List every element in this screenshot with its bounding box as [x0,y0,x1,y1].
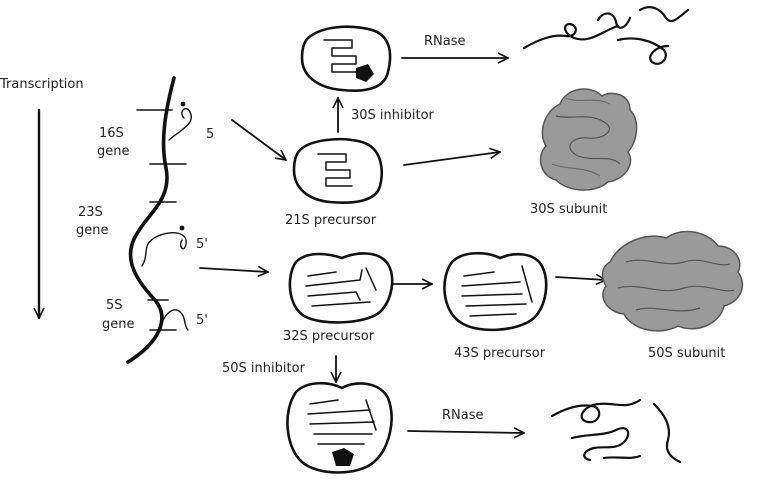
arrow-to-30s-subunit [403,152,500,166]
arrow-to-50s-subunit [555,277,606,280]
nascent-5s-transcript [161,309,189,331]
five-prime-end-23s: 5' [196,237,208,252]
five-prime-end-16s: 5 [206,127,214,142]
nascent-16s-transcript [168,108,192,141]
blob-21s-precursor [292,137,383,204]
arrow-to-degraded-rna-bottom [407,431,524,433]
subunit-30s-structure [539,88,638,191]
inhibitor-50s-label: 50S inhibitor [222,361,306,376]
gene-23s-label-line2: gene [76,223,109,238]
gene-23s-label-line1: 23S [78,205,103,220]
inhibitor-50s-bound [332,448,354,466]
blob-32s-precursor [288,252,394,324]
precursor-21s-label: 21S precursor [285,213,377,228]
gene-5s-label-line1: 5S [106,298,123,313]
gene-5s-label-line2: gene [102,317,135,332]
arrow-to-21s [231,119,286,160]
rnase-label-bottom: RNase [442,408,484,423]
blob-21s-inhibited [300,25,392,92]
inhibitor-30s-bound [356,64,374,82]
rrna-operon-strand [126,76,192,364]
transcription-label: Transcription [0,77,84,92]
arrow-to-32s [199,268,268,272]
blob-43s-precursor [443,251,548,332]
precursor-32s-label: 32S precursor [283,329,375,344]
nascent-23s-transcript [141,232,187,267]
subunit-50s-structure [601,230,744,332]
blob-32s-inhibited [286,381,393,474]
rnase-label-top: RNase [424,34,466,49]
five-prime-end-5s: 5' [196,313,208,328]
degraded-rna-top [522,6,690,65]
transcript-dot [180,101,186,107]
gene-16s-label-line1: 16S [99,126,124,141]
subunit-50s-label: 50S subunit [648,346,725,361]
gene-16s-label-line2: gene [97,144,130,159]
subunit-30s-label: 30S subunit [530,202,607,217]
precursor-43s-label: 43S precursor [454,346,546,361]
transcript-dot [179,225,185,231]
inhibitor-30s-label: 30S inhibitor [351,108,435,123]
degraded-rna-bottom [550,398,682,464]
pathway-arrows [199,58,606,433]
